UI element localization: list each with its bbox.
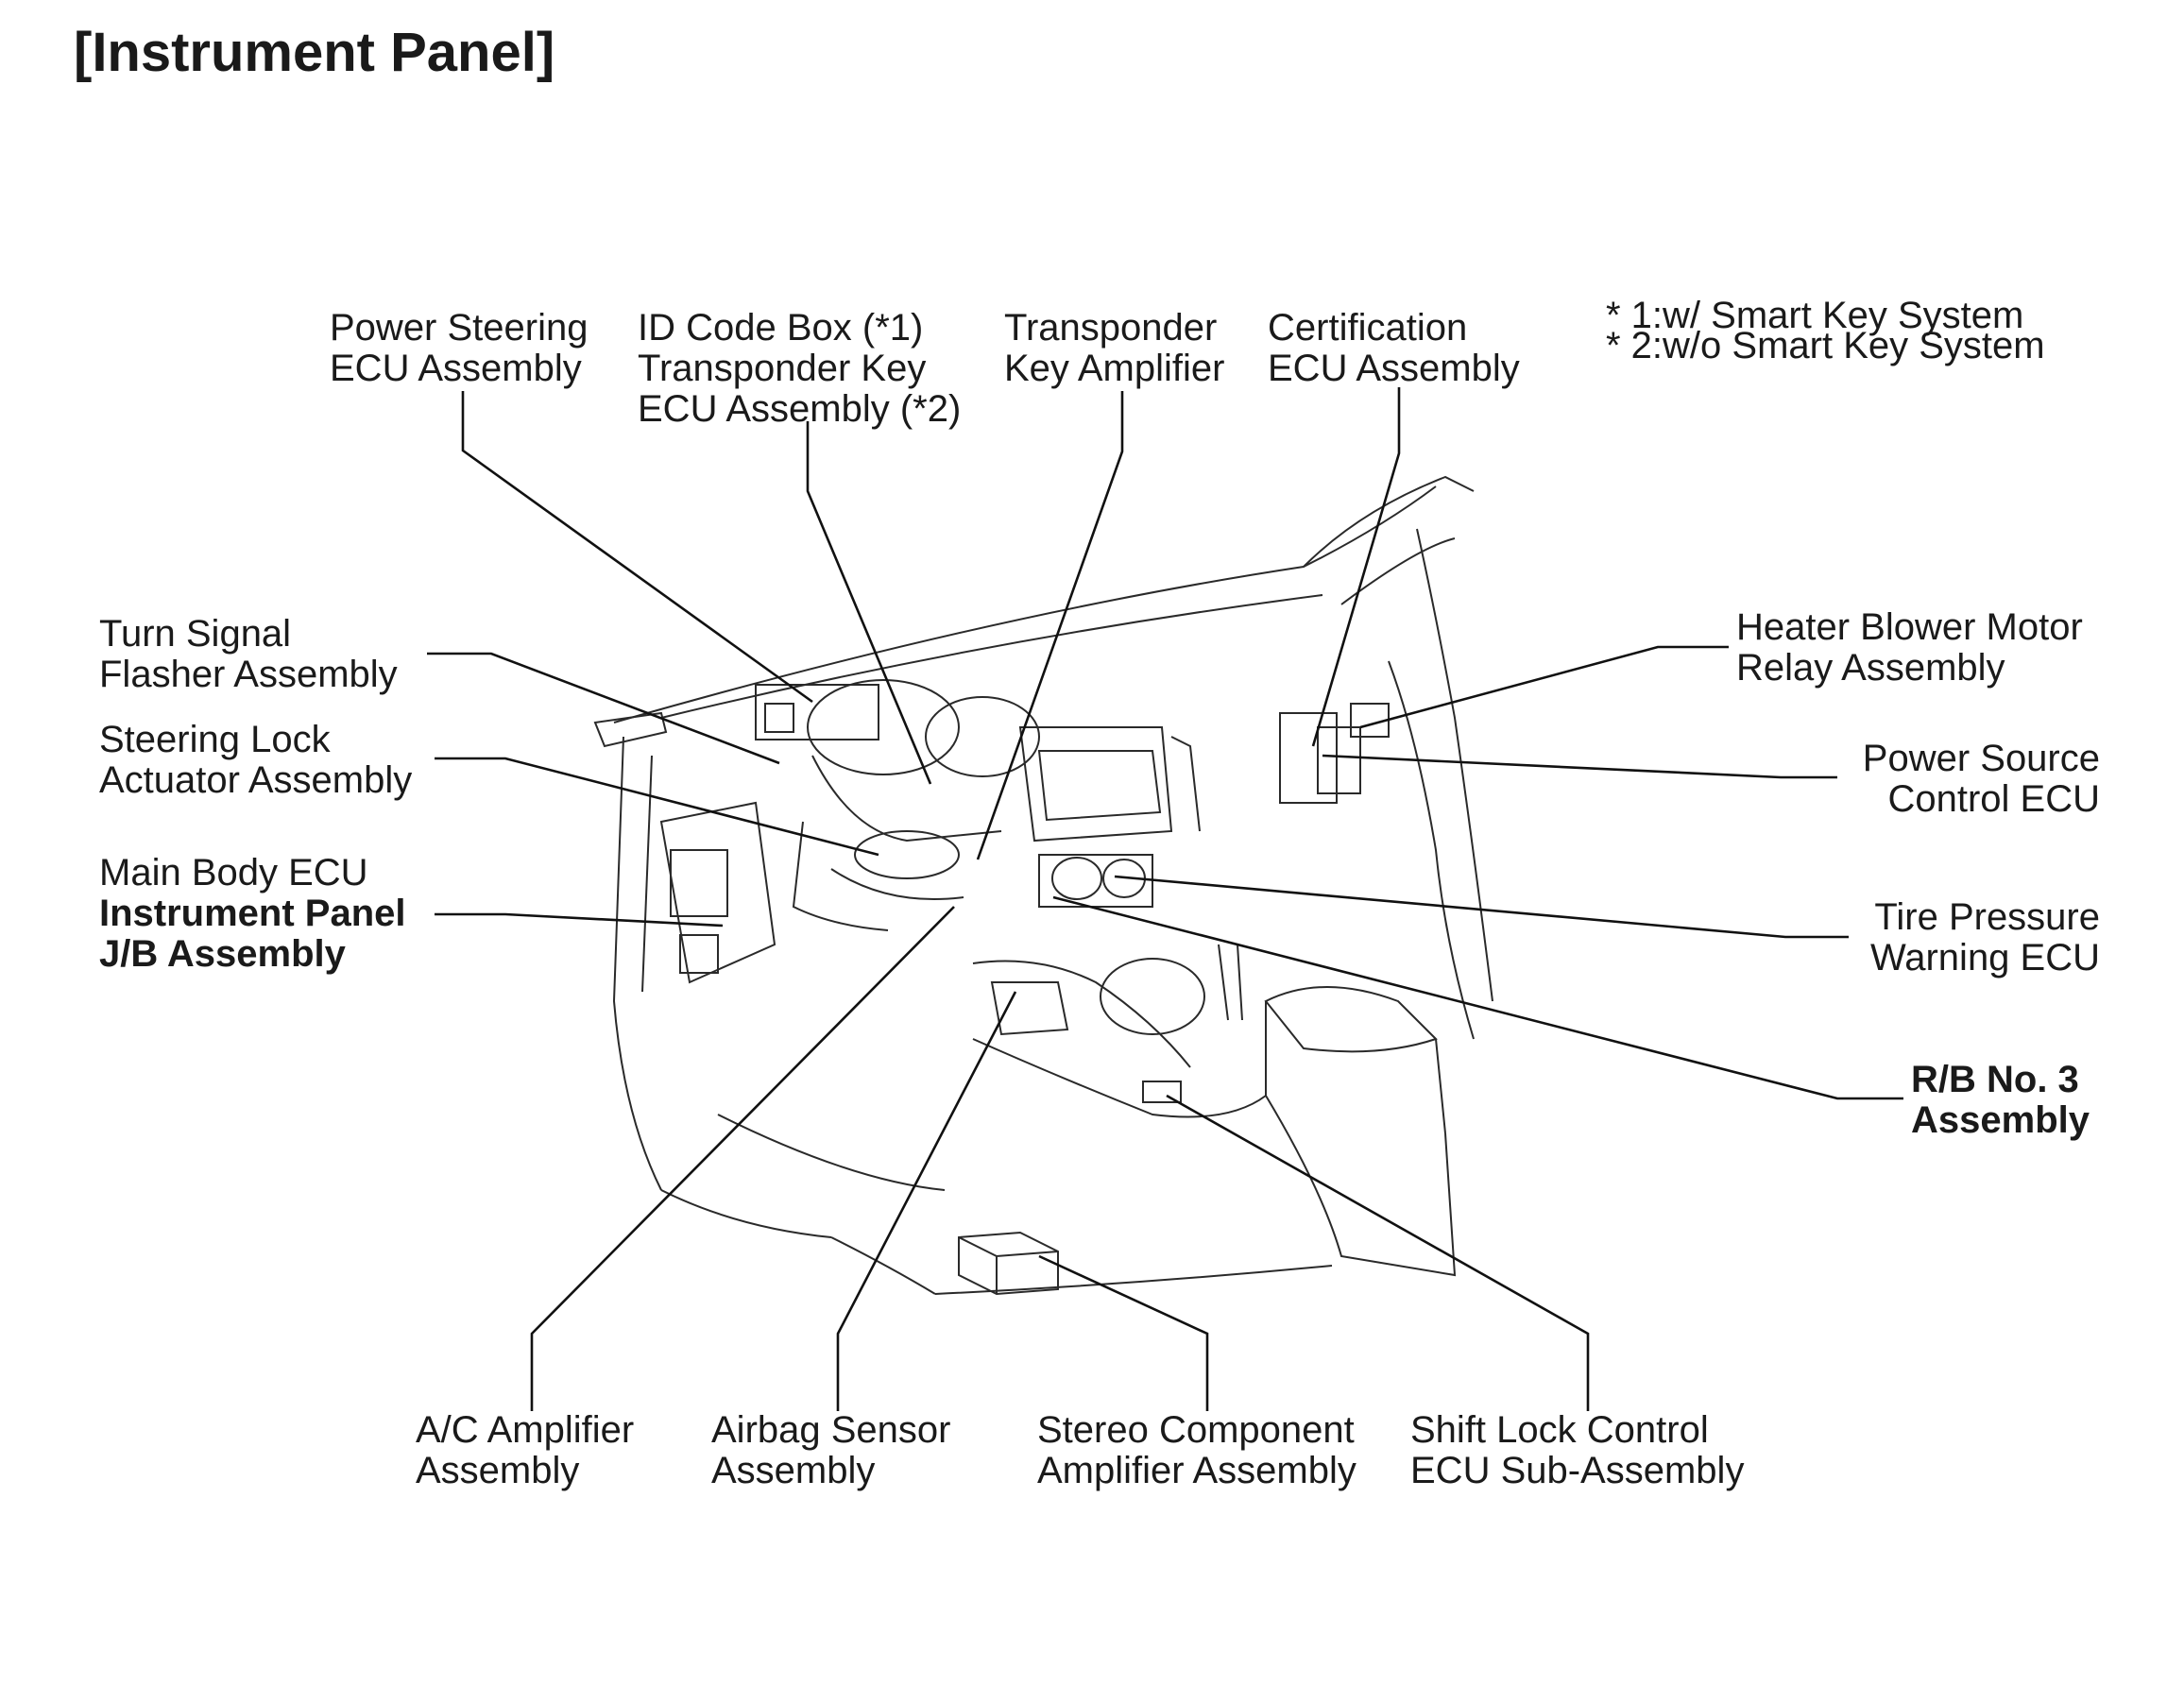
label-id-code-box: ID Code Box (*1) Transponder Key ECU Ass…	[638, 307, 962, 430]
leader-main-body	[435, 912, 724, 928]
page-title: [Instrument Panel]	[74, 22, 555, 83]
label-turn-signal-flasher: Turn Signal Flasher Assembly	[99, 613, 398, 695]
label-transponder-key-amplifier: Transponder Key Amplifier	[1004, 307, 1225, 389]
label-heater-blower-relay: Heater Blower Motor Relay Assembly	[1736, 606, 2083, 689]
label-certification-ecu: Certification ECU Assembly	[1268, 307, 1520, 389]
label-rb-no3-assembly: R/B No. 3 Assembly	[1911, 1059, 2090, 1141]
leader-steering-lock	[435, 757, 879, 857]
leader-tire-pressure	[1114, 875, 1849, 939]
label-shift-lock-control-ecu: Shift Lock Control ECU Sub-Assembly	[1410, 1409, 1745, 1491]
leader-shift-lock	[1166, 1094, 1590, 1411]
label-stereo-component-amplifier: Stereo Component Amplifier Assembly	[1037, 1409, 1356, 1491]
leader-power-steering	[461, 391, 813, 704]
label-ac-amplifier: A/C Amplifier Assembly	[416, 1409, 635, 1491]
label-power-steering-ecu: Power Steering ECU Assembly	[330, 307, 589, 389]
leader-stereo	[1038, 1254, 1209, 1411]
footnote-smart-key: * 1:w/ Smart Key System	[1606, 295, 2024, 336]
dashboard-drawing	[593, 475, 1493, 1296]
leader-certification	[1311, 387, 1401, 747]
label-steering-lock-actuator: Steering Lock Actuator Assembly	[99, 719, 413, 801]
label-airbag-sensor: Airbag Sensor Assembly	[711, 1409, 951, 1491]
leader-ac-amp	[530, 906, 955, 1411]
leader-rb3	[1052, 895, 1903, 1100]
label-power-source-control-ecu: Power Source Control ECU	[1862, 738, 2100, 820]
leader-lines	[427, 387, 1903, 1411]
leader-airbag	[836, 991, 1017, 1411]
leader-heater-blower	[1359, 645, 1729, 729]
leader-power-source	[1322, 754, 1837, 779]
leader-turn-signal	[427, 652, 780, 765]
footnote-no-smart-key: * 2:w/o Smart Key System	[1606, 325, 2045, 366]
label-main-body-ecu: Main Body ECU Instrument Panel J/B Assem…	[99, 852, 406, 975]
label-tire-pressure-warning-ecu: Tire Pressure Warning ECU	[1869, 896, 2100, 979]
leader-transponder-amp	[976, 391, 1124, 860]
leader-id-code-box	[806, 421, 932, 785]
footnotes: * 1:w/ Smart Key System * 2:w/o Smart Ke…	[1606, 295, 2045, 366]
